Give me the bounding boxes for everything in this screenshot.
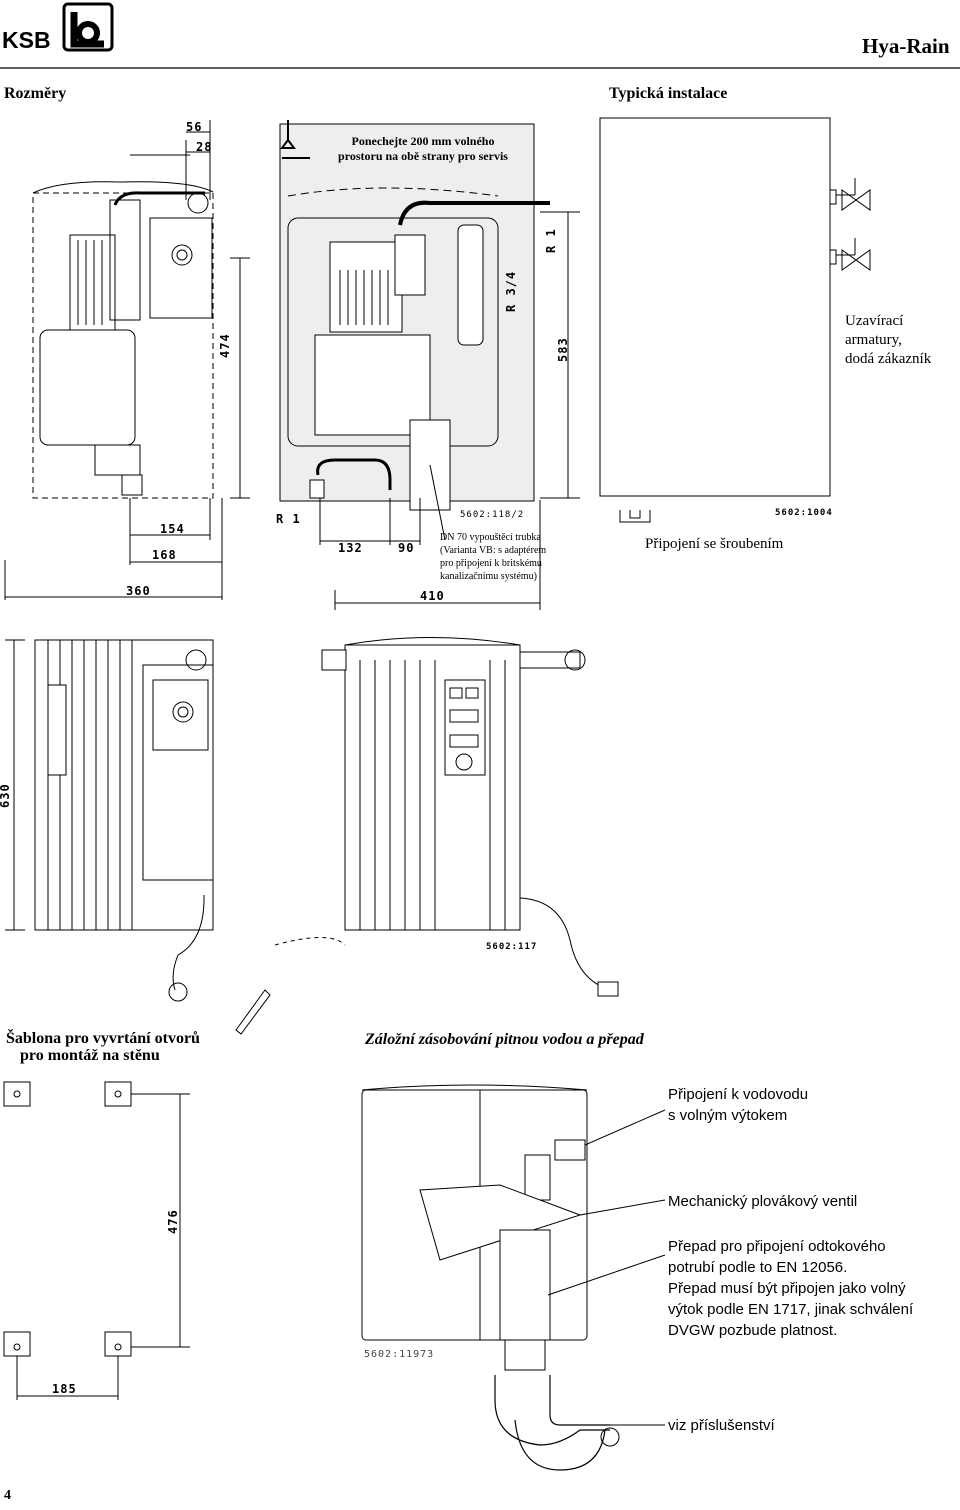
product-name: Hya-Rain — [862, 34, 950, 58]
section-dimensions: Rozměry — [4, 85, 67, 102]
dimension-r1-bottom: R 1 — [276, 512, 301, 526]
front-elevation-drawing — [235, 637, 619, 1035]
dimension-90: 90 — [398, 541, 415, 555]
drain-note-line3: pro připojení k britskému — [440, 558, 542, 569]
drain-note-line1: DN 70 vypouštěcí trubka — [440, 532, 541, 543]
dimension-630: 630 — [0, 783, 12, 808]
dimension-r34: R 3/4 — [504, 270, 518, 312]
dimension-474: 474 — [218, 333, 232, 358]
overflow-line1: Přepad pro připojení odtokového — [668, 1238, 886, 1255]
drain-note-line4: kanalizačnímu systému) — [440, 571, 537, 582]
dimension-132: 132 — [338, 541, 363, 555]
valves-note-line2: armatury, — [845, 332, 902, 348]
drilling-template-drawing — [3, 1081, 190, 1400]
drawing-ref-1: 5602:118/2 — [460, 510, 525, 520]
side-view-drawing — [4, 120, 250, 600]
dimension-410: 410 — [420, 589, 445, 603]
drain-note: DN 70 vypouštěcí trubka (Varianta VB: s … — [440, 531, 580, 583]
dimension-r1-top: R 1 — [544, 228, 558, 253]
dimension-154: 154 — [160, 522, 185, 536]
section-template: Šablona pro vyvrtání otvorů pro montáž n… — [6, 1030, 200, 1064]
overflow-line3: Přepad musí být připojen jako volný — [668, 1280, 906, 1297]
drain-note-line2: (Varianta VB: s adaptérem — [440, 545, 547, 556]
dimension-583: 583 — [556, 337, 570, 362]
dimension-168: 168 — [152, 548, 177, 562]
valves-note-line1: Uzavírací — [845, 313, 904, 329]
section-template-line1: Šablona pro vyvrtání otvorů — [6, 1030, 200, 1047]
valves-note-line3: dodá zákazník — [845, 351, 932, 367]
accessories-label: viz příslušenství — [668, 1417, 775, 1434]
overflow-line2: potrubí podle to EN 12056. — [668, 1259, 848, 1276]
service-note-line2: prostoru na obě strany pro servis — [338, 149, 508, 163]
typical-installation-drawing — [599, 117, 871, 523]
service-note: Ponechejte 200 mm volného prostoru na ob… — [318, 134, 528, 164]
float-valve-label: Mechanický plovákový ventil — [668, 1193, 858, 1210]
dimension-185: 185 — [52, 1382, 77, 1396]
section-backup-supply: Záložní zásobování pitnou vodou a přepad — [365, 1031, 644, 1048]
ksb-logo-icon — [62, 2, 114, 52]
section-typical-installation: Typická instalace — [609, 85, 728, 102]
dimension-28: 28 — [196, 140, 213, 154]
water-connection-note: Připojení k vodovodu s volným výtokem — [668, 1084, 808, 1126]
dimension-360: 360 — [126, 584, 151, 598]
overflow-note: Přepad pro připojení odtokového potrubí … — [668, 1236, 913, 1341]
screw-connection-label: Připojení se šroubením — [645, 536, 784, 552]
water-connection-line1: Připojení k vodovodu — [668, 1086, 809, 1103]
page-number: 4 — [4, 1488, 11, 1503]
service-note-line1: Ponechejte 200 mm volného — [351, 134, 495, 148]
ksb-logo-text: KSB — [2, 27, 51, 53]
side-elevation-drawing — [5, 639, 214, 1002]
overflow-line4: výtok podle EN 1717, jinak schválení — [668, 1301, 914, 1318]
drawing-ref-3: 5602:117 — [486, 942, 538, 952]
water-connection-line2: s volným výtokem — [668, 1107, 788, 1124]
section-template-line2: pro montáž na stěnu — [20, 1047, 160, 1064]
drawing-ref-4: 5602:11973 — [364, 1349, 435, 1360]
drawing-ref-2: 5602:1004 — [775, 508, 833, 518]
backup-supply-drawing — [361, 1084, 666, 1471]
overflow-line5: DVGW pozbude platnost. — [668, 1322, 838, 1339]
valves-note: Uzavírací armatury, dodá zákazník — [845, 312, 955, 369]
front-view-drawing — [279, 120, 580, 610]
dimension-476: 476 — [166, 1209, 180, 1234]
dimension-56: 56 — [186, 120, 203, 134]
